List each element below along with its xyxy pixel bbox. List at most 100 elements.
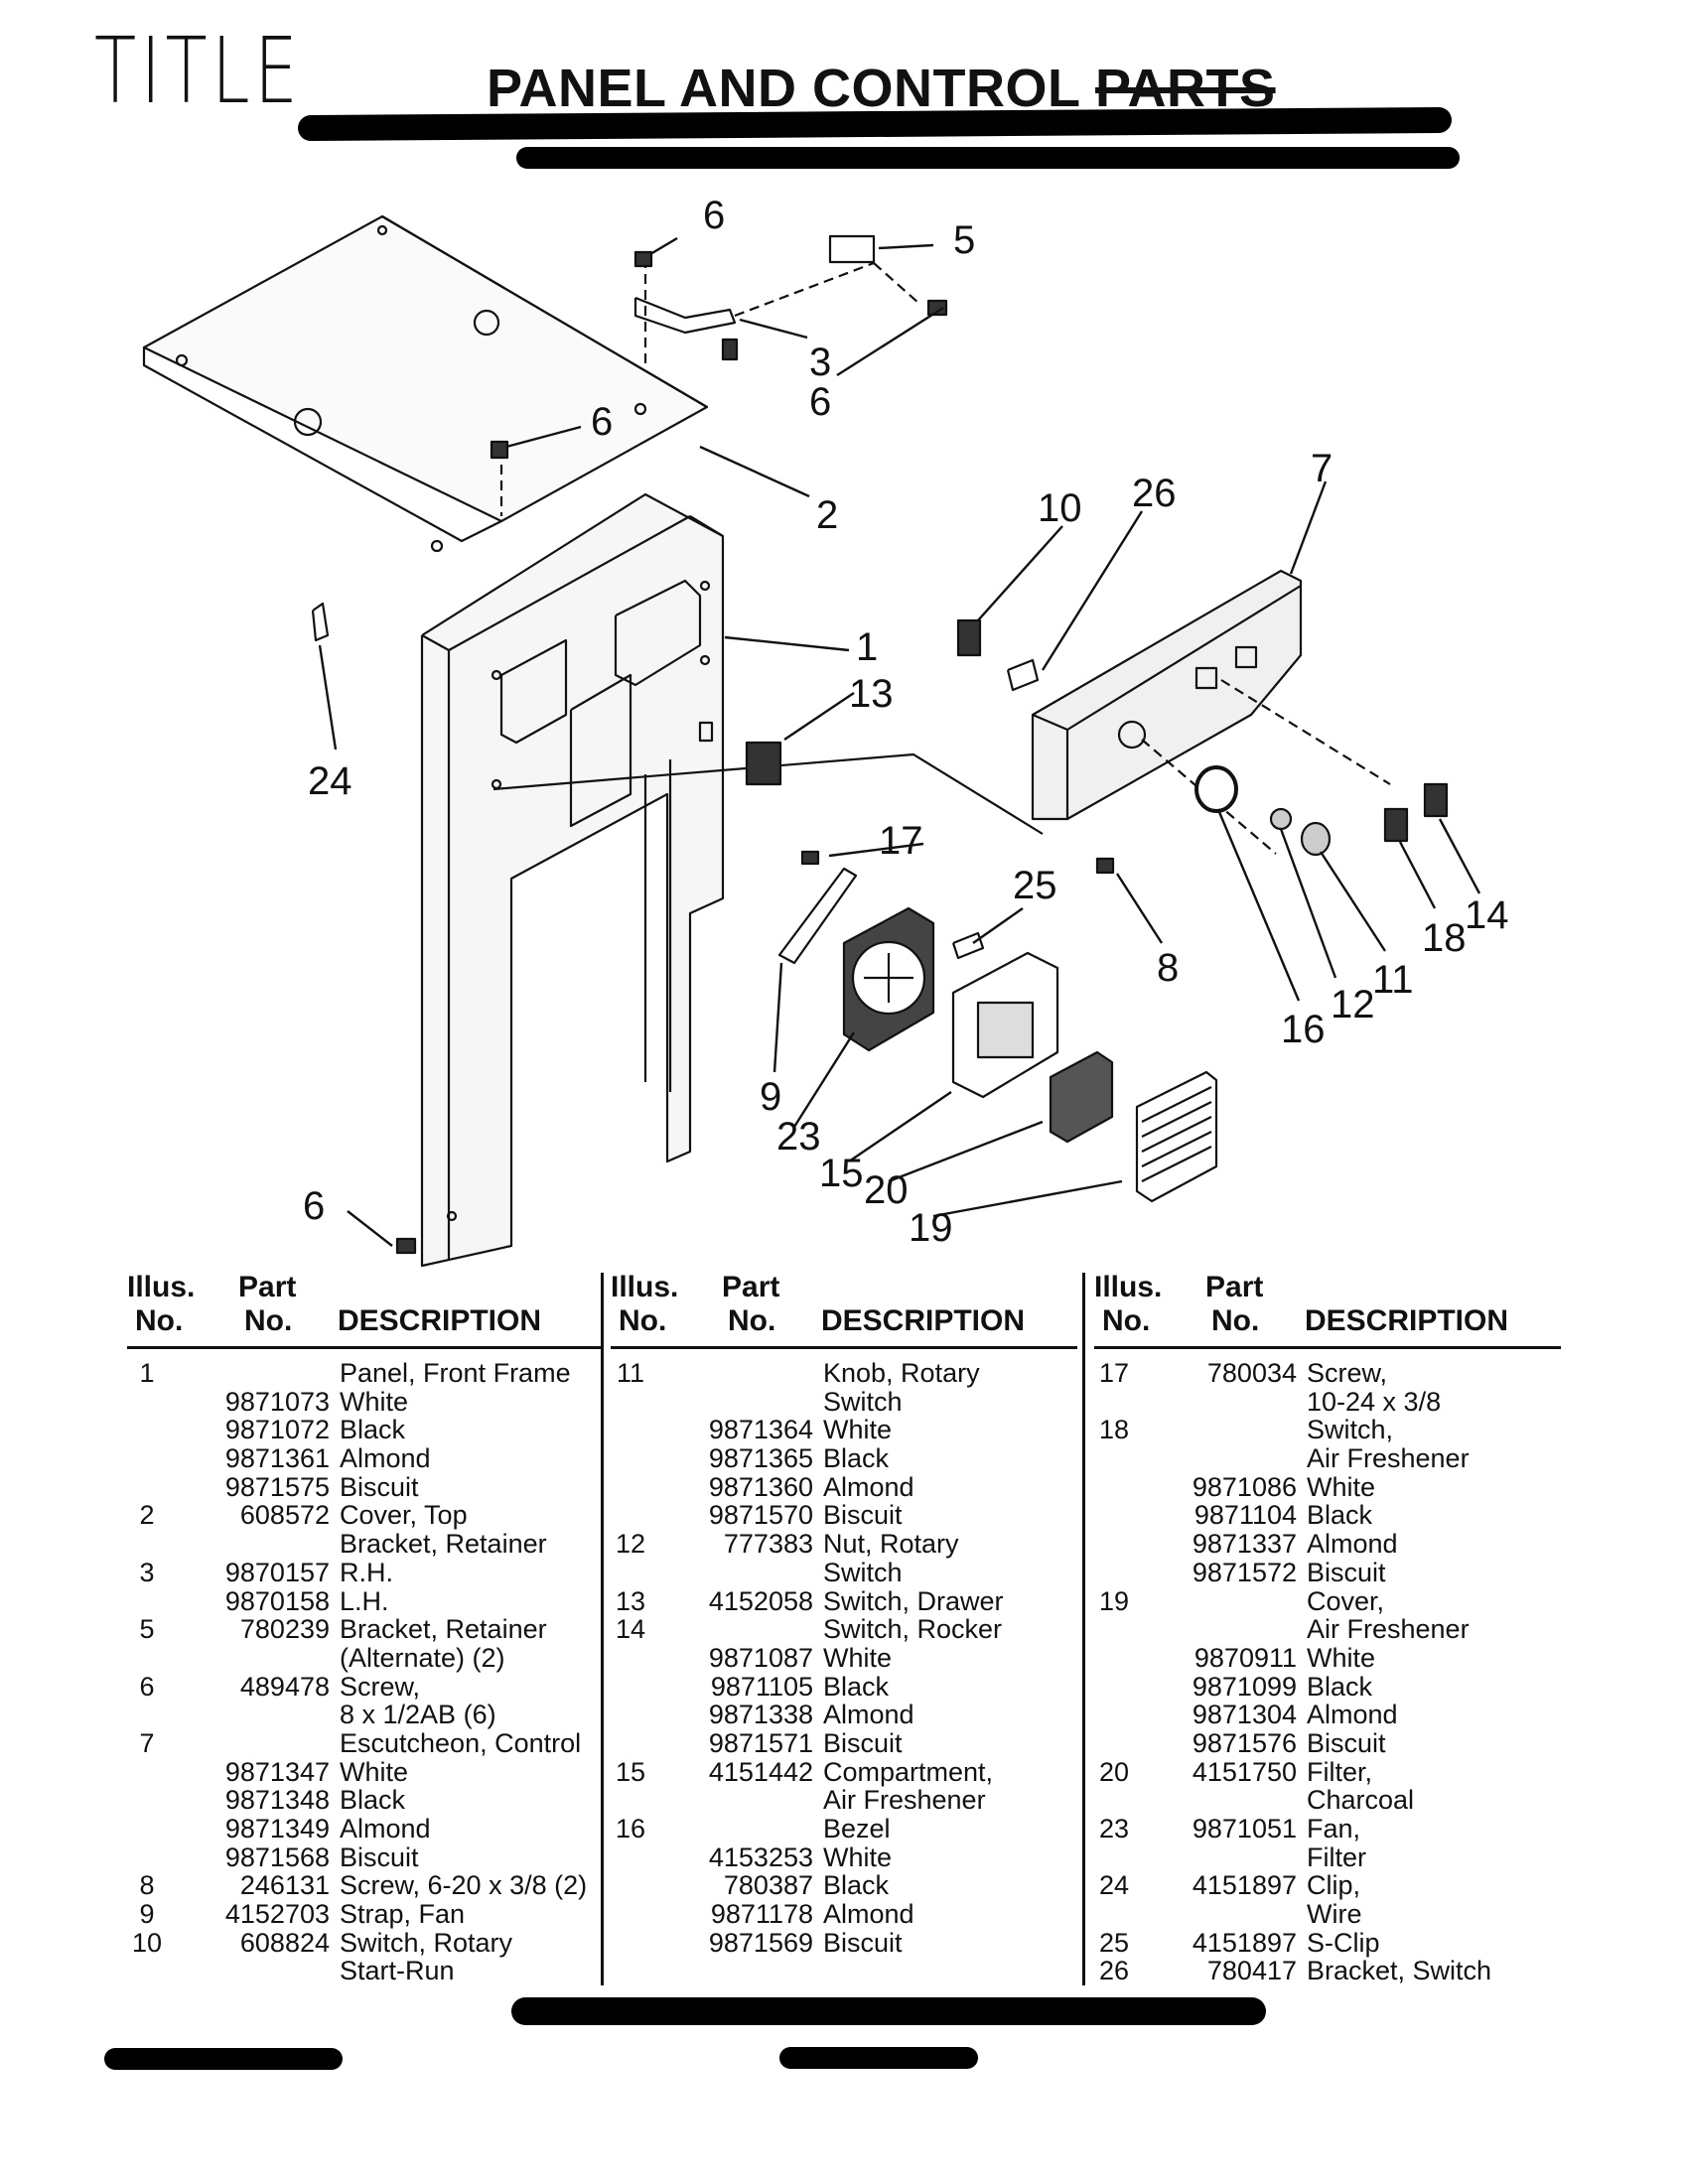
part-description: Black (823, 1443, 890, 1474)
part-description: Bezel (823, 1814, 891, 1843)
part-description: R.H. (340, 1557, 393, 1587)
callout-15: 15 (819, 1152, 864, 1195)
part-number: 9871365 (708, 1443, 813, 1474)
parts-row: Bracket, Retainer (127, 1530, 604, 1559)
callout-18: 18 (1422, 916, 1467, 960)
page-number-redaction (779, 2047, 978, 2069)
part-number: 9871099 (1192, 1671, 1297, 1702)
part-number: 9871360 (708, 1471, 813, 1502)
part-number: 777383 (723, 1529, 813, 1560)
part-retainer-bracket (499, 234, 919, 516)
parts-row: 9871365 Black (611, 1444, 1077, 1473)
part-description: Almond (1307, 1529, 1398, 1560)
description-header: DESCRIPTION (821, 1304, 1026, 1337)
part-description: Air Freshener (1307, 1443, 1470, 1474)
parts-row: 9871338 Almond (611, 1701, 1077, 1729)
part-number: 9871364 (708, 1415, 813, 1445)
callout-9: 9 (760, 1075, 781, 1119)
parts-row: 15 4151442 Compartment, (611, 1756, 1077, 1787)
part-description: Black (340, 1785, 406, 1816)
document-number-text: 4390381 (129, 2048, 200, 2068)
page-title-text: PANEL AND CONTROL (487, 59, 1080, 118)
part-number: 4151442 (708, 1756, 813, 1787)
part-compartment (951, 951, 1059, 1099)
part-number: 246131 (239, 1870, 330, 1901)
part-number: 780239 (239, 1614, 330, 1645)
illus-number: 2 (139, 1500, 155, 1531)
part-description: Escutcheon, Control (340, 1727, 582, 1758)
part-description: Filter (1307, 1842, 1366, 1872)
callout-6-top: 6 (703, 194, 725, 237)
part-number: 9871572 (1192, 1557, 1297, 1587)
part-number: 780034 (1206, 1358, 1297, 1388)
leader-lines (318, 236, 1481, 1247)
part-number: 4151897 (1192, 1870, 1297, 1901)
part-description: Biscuit (1307, 1557, 1386, 1587)
part-description: Biscuit (340, 1471, 419, 1502)
illus-number: 3 (139, 1557, 155, 1587)
part-description: Compartment, (823, 1756, 994, 1787)
part-description: Black (823, 1671, 890, 1702)
part-description: White (823, 1415, 893, 1445)
part-description: Screw, 6-20 x 3/8 (2) (340, 1870, 588, 1901)
parts-row: (Alternate) (2) (127, 1644, 604, 1673)
part-number: 4151750 (1192, 1756, 1297, 1787)
description-header: DESCRIPTION (1305, 1304, 1509, 1337)
part-number: 608824 (239, 1927, 330, 1958)
part-description: Strap, Fan (340, 1899, 466, 1930)
part-number: 9871072 (224, 1415, 330, 1445)
page-title: PANEL AND CONTROL PARTS (487, 58, 1276, 119)
callout-6-right: 6 (809, 380, 831, 424)
part-description: White (1307, 1642, 1376, 1673)
part-no-header: No. (244, 1304, 293, 1337)
part-description: Black (340, 1415, 406, 1445)
part-description: White (823, 1642, 893, 1673)
illus-number: 15 (615, 1756, 646, 1787)
callout-25: 25 (1013, 864, 1057, 907)
parts-row: 10-24 x 3/8 (1094, 1386, 1561, 1417)
parts-row: 9871364 White (611, 1416, 1077, 1444)
illus-number: 26 (1098, 1956, 1130, 1986)
callout-numbers: 6 5 3 6 6 2 1 13 24 17 25 8 9 23 15 20 1… (303, 194, 1509, 1250)
part-description: Switch (823, 1557, 903, 1587)
callout-6-mid: 6 (591, 400, 613, 444)
part-description: Bracket, Retainer (340, 1614, 547, 1645)
callout-23: 23 (776, 1115, 821, 1159)
callout-1: 1 (856, 625, 878, 669)
illus-number: 13 (615, 1585, 646, 1616)
part-description: Filter, (1307, 1756, 1373, 1787)
part-number: 9871348 (224, 1785, 330, 1816)
part-description: 10-24 x 3/8 (1307, 1386, 1442, 1417)
part-description: 8 x 1/2AB (6) (340, 1700, 496, 1730)
parts-row: 9871105 Black (611, 1671, 1077, 1702)
part-description: Almond (823, 1471, 914, 1502)
part-number: 9871105 (710, 1671, 813, 1702)
callout-6-bottom: 6 (303, 1184, 325, 1228)
part-description: Switch, Drawer (823, 1585, 1004, 1616)
parts-row: 9871572 Biscuit (1094, 1559, 1561, 1587)
parts-row: Air Freshener (1094, 1615, 1561, 1644)
part-description: Air Freshener (1307, 1614, 1470, 1645)
part-number: 9871338 (708, 1700, 813, 1730)
part-description: Screw, (1307, 1358, 1388, 1388)
part-number: 9871051 (1192, 1814, 1297, 1843)
part-header: Part (1205, 1271, 1264, 1303)
column-divider-2 (1082, 1273, 1085, 1985)
illus-number: 11 (616, 1358, 645, 1388)
illus-number: 17 (1098, 1358, 1130, 1388)
part-number: 9871571 (708, 1727, 813, 1758)
part-description: Almond (823, 1700, 914, 1730)
callout-8: 8 (1157, 946, 1179, 990)
